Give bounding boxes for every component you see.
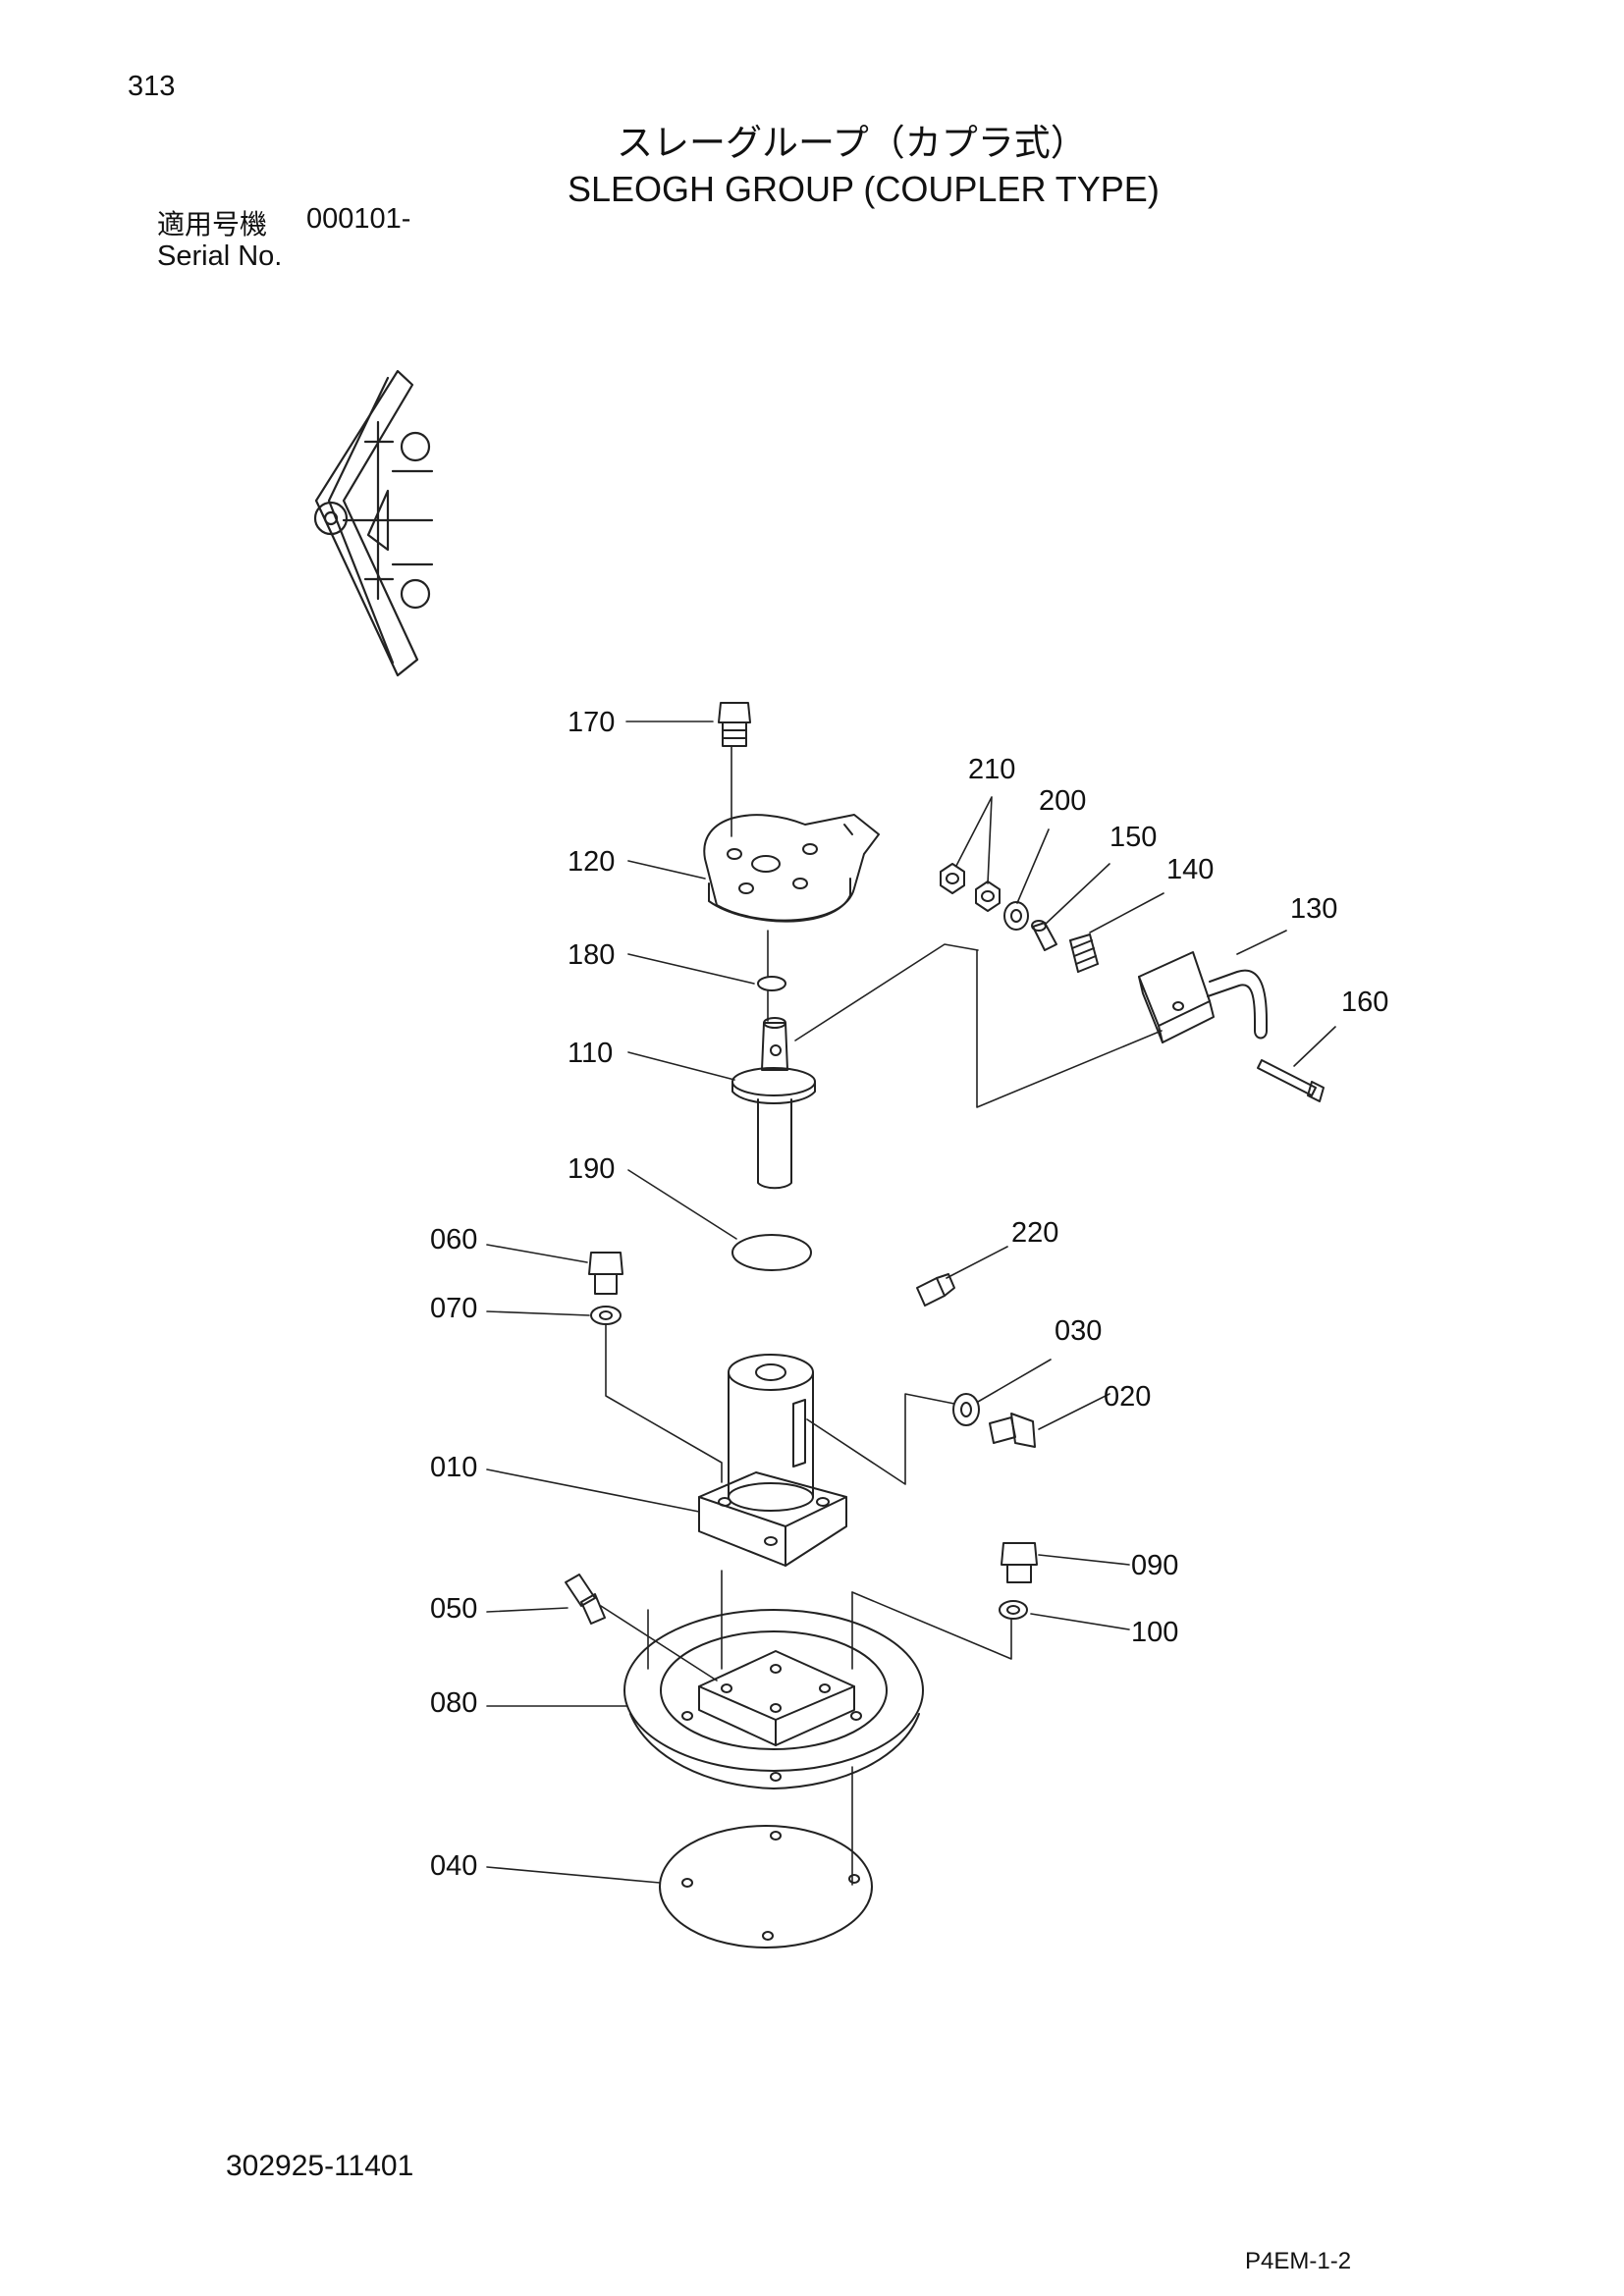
callout-120: 120 xyxy=(568,846,615,878)
part-150-collar xyxy=(1031,920,1057,951)
serial-value: 000101- xyxy=(306,203,411,235)
serial-label-english: Serial No. xyxy=(157,240,283,272)
sled-thumbnail xyxy=(313,369,434,677)
callout-070: 070 xyxy=(430,1293,477,1324)
part-140-spring xyxy=(1069,934,1099,973)
callout-170: 170 xyxy=(568,707,615,738)
serial-label-japanese: 適用号機 xyxy=(157,208,268,240)
leader-lines xyxy=(486,721,1336,1884)
callout-050: 050 xyxy=(430,1593,477,1625)
part-200-washer xyxy=(1003,901,1029,931)
callout-labels: 170 120 180 110 190 060 070 010 050 080 … xyxy=(430,707,1388,1882)
callout-060: 060 xyxy=(430,1224,477,1255)
drawing-number: 302925-11401 xyxy=(226,2150,414,2182)
part-100-spring-washer xyxy=(999,1600,1028,1620)
callout-180: 180 xyxy=(568,939,615,971)
callout-200: 200 xyxy=(1039,785,1086,817)
part-060-bolt xyxy=(588,1252,623,1295)
part-080-sled-dish xyxy=(623,1609,924,1789)
callout-130: 130 xyxy=(1290,893,1337,925)
part-070-spring-washer xyxy=(590,1306,622,1325)
callout-100: 100 xyxy=(1131,1617,1178,1648)
part-160-pin xyxy=(1257,1059,1325,1102)
callout-030: 030 xyxy=(1055,1315,1102,1347)
part-110-coupler-shaft xyxy=(731,1017,816,1190)
part-180-o-ring xyxy=(757,976,786,991)
part-210-nuts xyxy=(940,863,1001,912)
callout-220: 220 xyxy=(1011,1217,1058,1249)
title-english: SLEOGH GROUP (COUPLER TYPE) xyxy=(568,169,1160,209)
callout-150: 150 xyxy=(1110,822,1157,853)
page-number: 313 xyxy=(128,71,176,102)
part-130-lock-bracket xyxy=(1138,951,1268,1043)
part-010-column-housing xyxy=(698,1354,847,1567)
callout-020: 020 xyxy=(1104,1381,1151,1413)
part-190-seal xyxy=(731,1234,812,1271)
part-220-grease-fitting xyxy=(916,1273,955,1307)
assembly-guide-lines xyxy=(600,745,1163,1886)
title-japanese: スレーグループ（カプラ式） xyxy=(617,122,1087,164)
part-040-bottom-plate xyxy=(659,1825,873,1949)
part-030-washer xyxy=(952,1393,980,1426)
part-170-bolt xyxy=(718,702,751,747)
part-050-elbow-fitting xyxy=(565,1574,606,1625)
callout-110: 110 xyxy=(568,1038,613,1069)
callout-160: 160 xyxy=(1341,987,1388,1018)
page-code: P4EM-1-2 xyxy=(1245,2248,1352,2274)
part-020-bolt xyxy=(989,1413,1036,1448)
callout-210: 210 xyxy=(968,754,1015,785)
callout-010: 010 xyxy=(430,1452,477,1483)
part-090-bolt xyxy=(1001,1542,1038,1583)
callout-040: 040 xyxy=(430,1850,477,1882)
callout-190: 190 xyxy=(568,1153,615,1185)
part-120-coupler-plate xyxy=(703,814,880,923)
callout-090: 090 xyxy=(1131,1550,1178,1581)
callout-140: 140 xyxy=(1166,854,1214,885)
callout-080: 080 xyxy=(430,1687,477,1719)
